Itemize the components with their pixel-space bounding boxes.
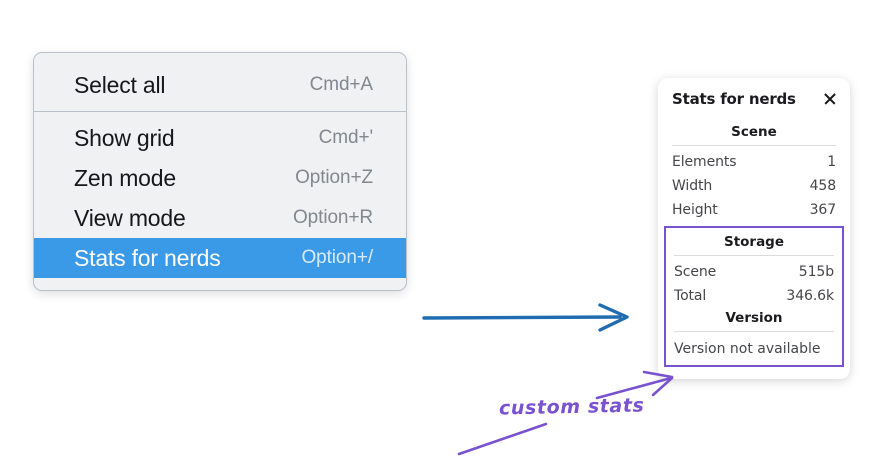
stats-panel-header: Stats for nerds [668, 88, 840, 108]
stat-row: Width 458 [668, 174, 840, 198]
purple-caption-underline [457, 422, 548, 456]
stat-value: 458 [809, 178, 837, 194]
menu-item-select-all[interactable]: Select all Cmd+A [34, 65, 406, 105]
section-heading: Scene [731, 124, 777, 140]
menu-item-shortcut: Option+/ [301, 247, 373, 268]
section-divider [672, 145, 836, 146]
section-divider [674, 331, 834, 332]
menu-item-label: View mode [74, 204, 186, 231]
custom-stats-highlight-box: Storage Scene 515b Total 346.6k Version … [664, 226, 844, 367]
menu-item-shortcut: Option+Z [295, 167, 373, 188]
stat-value: 367 [809, 202, 837, 218]
stats-for-nerds-panel: Stats for nerds Scene Elements 1 Width 4… [658, 78, 850, 379]
stat-key: Width [672, 178, 713, 194]
menu-group-2: Show grid Cmd+' Zen mode Option+Z View m… [34, 112, 406, 284]
menu-item-shortcut: Cmd+A [309, 74, 373, 95]
menu-item-shortcut: Cmd+' [318, 127, 373, 148]
stat-key: Total [674, 288, 707, 304]
menu-separator [34, 111, 406, 112]
stat-value: 1 [827, 154, 836, 170]
stat-row: Height 367 [668, 198, 840, 222]
stat-key: Elements [672, 154, 737, 170]
stat-row: Elements 1 [668, 150, 840, 174]
stats-section-scene: Scene Elements 1 Width 458 Height 367 [668, 122, 840, 222]
menu-item-label: Stats for nerds [74, 244, 221, 271]
menu-item-view-mode[interactable]: View mode Option+R [34, 198, 406, 238]
stat-row: Total 346.6k [670, 284, 838, 308]
menu-item-label: Zen mode [74, 164, 176, 191]
annotation-caption: custom stats [498, 394, 645, 420]
context-menu[interactable]: Select all Cmd+A Show grid Cmd+' Zen mod… [33, 52, 407, 291]
menu-item-shortcut: Option+R [293, 207, 373, 228]
menu-item-label: Select all [74, 71, 166, 98]
menu-item-label: Show grid [74, 124, 175, 151]
menu-item-zen-mode[interactable]: Zen mode Option+Z [34, 158, 406, 198]
close-icon[interactable] [822, 91, 838, 107]
section-heading: Storage [723, 234, 785, 250]
stats-section-storage: Storage Scene 515b Total 346.6k [670, 232, 838, 308]
stat-value: 346.6k [786, 288, 834, 304]
menu-item-stats-for-nerds[interactable]: Stats for nerds Option+/ [34, 238, 406, 278]
stat-value: 515b [798, 264, 834, 280]
section-heading: Version [725, 310, 783, 326]
blue-arrow [422, 303, 629, 332]
stat-key: Scene [674, 264, 717, 280]
stat-row: Scene 515b [670, 260, 838, 284]
stat-key: Height [672, 202, 718, 218]
menu-group-1: Select all Cmd+A [34, 59, 406, 111]
version-value: Version not available [674, 341, 821, 357]
stats-section-version: Version Version not available [670, 308, 838, 359]
section-divider [674, 255, 834, 256]
stats-panel-title: Stats for nerds [672, 90, 796, 108]
menu-item-show-grid[interactable]: Show grid Cmd+' [34, 118, 406, 158]
